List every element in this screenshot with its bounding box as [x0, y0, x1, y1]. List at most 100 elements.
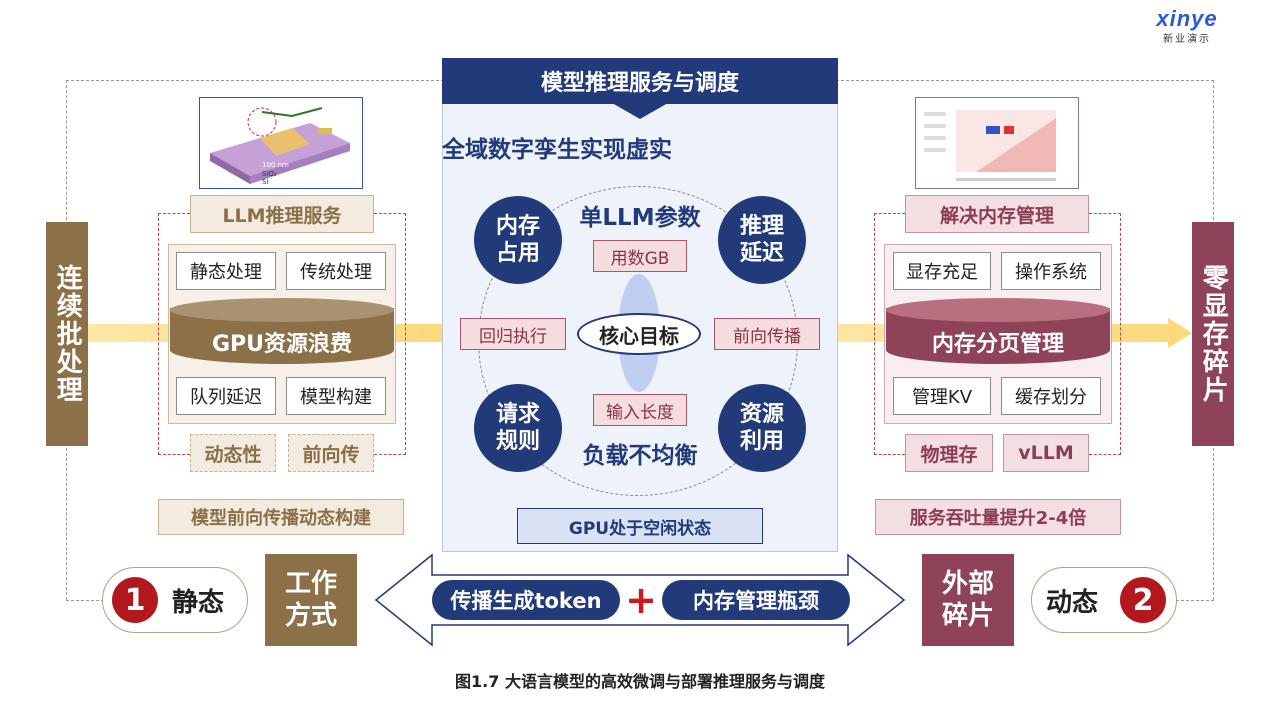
figure-caption: 图1.7 大语言模型的高效微调与部署推理服务与调度	[455, 672, 825, 691]
left-tag-forward-label: 前向传	[302, 443, 360, 466]
left-note: 模型前向传播动态构建	[158, 499, 404, 535]
memory-chart-illustration	[915, 97, 1079, 189]
token-pill: 传播生成token	[432, 580, 620, 620]
right-tile-kv: 管理KV	[893, 377, 991, 415]
svg-text:SiO₂: SiO₂	[262, 170, 277, 178]
right-red-connector-right	[1089, 213, 1121, 455]
plus-icon: +	[624, 578, 658, 622]
left-cylinder: GPU资源浪费	[170, 322, 394, 362]
center-title: 模型推理服务与调度	[540, 71, 739, 96]
right-cylinder: 内存分页管理	[886, 322, 1110, 362]
ball-memory-label: 内存 占用	[495, 213, 540, 267]
dynamic-label: 动态	[1046, 588, 1099, 618]
step-2-badge: 2	[1120, 577, 1166, 623]
token-pill-label: 传播生成token	[450, 589, 602, 613]
left-note-label: 模型前向传播动态构建	[191, 508, 371, 529]
gpu-idle-label: GPU处于空闲状态	[568, 518, 712, 539]
brand-logo: xinye 新业演示	[1142, 6, 1232, 45]
step-1-number: 1	[124, 582, 146, 618]
static-label: 静态	[172, 588, 225, 618]
external-fragment-label: 外部 碎片	[941, 568, 994, 632]
right-tile-enough: 显存充足	[893, 252, 991, 290]
logo-subtext: 新业演示	[1163, 34, 1211, 45]
goal-left-tag: 回归执行	[460, 318, 566, 350]
ball-request-label: 请求 规则	[495, 401, 540, 455]
right-tile-os-label: 操作系统	[1015, 262, 1087, 283]
right-tag-vllm: vLLM	[1003, 434, 1089, 472]
left-cylinder-top	[170, 298, 394, 322]
ball-resource-label: 资源 利用	[739, 401, 784, 455]
right-vertical-label: 零显存碎片	[1198, 264, 1229, 404]
ball-latency-label: 推理 延迟	[739, 213, 784, 267]
right-red-connector-left	[874, 213, 905, 455]
right-cylinder-label: 内存分页管理	[931, 332, 1064, 357]
logo-text: xinye	[1156, 6, 1218, 31]
core-goal: 核心目标	[577, 313, 701, 355]
left-header: LLM推理服务	[190, 195, 374, 233]
goal-top-tag: 用数GB	[593, 240, 687, 272]
work-mode-label: 工作 方式	[284, 568, 337, 632]
ball-resource: 资源 利用	[718, 384, 806, 472]
gpu-idle-badge: GPU处于空闲状态	[517, 508, 763, 544]
chip-illustration: 100 nm SiO₂ Si	[199, 97, 363, 189]
left-vertical-label: 连续批处理	[52, 264, 83, 404]
svg-text:100 nm: 100 nm	[262, 161, 289, 169]
right-header: 解决内存管理	[905, 195, 1089, 233]
ball-memory: 内存 占用	[474, 196, 562, 284]
right-vertical-bar: 零显存碎片	[1192, 222, 1234, 446]
outer-loop-bottom-left	[66, 600, 104, 601]
step-2-number: 2	[1132, 582, 1154, 618]
right-tile-kv-label: 管理KV	[911, 387, 973, 408]
left-tile-traditional: 传统处理	[286, 252, 386, 290]
plus-symbol: +	[625, 578, 657, 622]
right-tag-physical-label: 物理存	[920, 443, 978, 466]
goal-top-tag-label: 用数GB	[610, 248, 670, 269]
right-tag-physical: 物理存	[905, 434, 993, 472]
outer-loop-left-top	[66, 80, 67, 220]
right-tile-cache: 缓存划分	[1001, 377, 1101, 415]
outer-loop-bottom-right	[1176, 600, 1214, 601]
right-note: 服务吞吐量提升2-4倍	[875, 499, 1121, 535]
right-tag-vllm-label: vLLM	[1018, 442, 1074, 464]
left-tile-traditional-label: 传统处理	[300, 262, 372, 283]
left-tag-forward: 前向传	[288, 434, 374, 472]
goal-right-tag: 前向传播	[714, 318, 820, 350]
left-tile-static-label: 静态处理	[190, 262, 262, 283]
work-mode-box: 工作 方式	[265, 554, 357, 646]
memory-bottleneck-label: 内存管理瓶颈	[693, 589, 819, 613]
outer-loop-left-bottom	[66, 448, 67, 600]
left-tile-queue-label: 队列延迟	[190, 387, 262, 408]
left-red-connector-right	[374, 213, 406, 455]
center-title-bar: 模型推理服务与调度	[442, 58, 838, 104]
memory-bottleneck-pill: 内存管理瓶颈	[662, 580, 850, 620]
external-fragment-box: 外部 碎片	[922, 554, 1014, 646]
double-arrow	[374, 553, 906, 647]
center-subtitle: 全域数字孪生实现虚实	[442, 137, 672, 163]
right-tile-cache-label: 缓存划分	[1015, 387, 1087, 408]
ball-request: 请求 规则	[474, 384, 562, 472]
goal-bottom-tag: 输入长度	[593, 394, 687, 426]
right-header-label: 解决内存管理	[939, 204, 1054, 227]
goal-bottom-head: 负载不均衡	[582, 443, 698, 469]
core-goal-label: 核心目标	[599, 323, 679, 348]
goal-right-tag-label: 前向传播	[733, 326, 801, 347]
right-tile-os: 操作系统	[1001, 252, 1101, 290]
left-vertical-bar: 连续批处理	[46, 222, 88, 446]
left-red-connector-left	[158, 213, 190, 455]
goal-top-head: 单LLM参数	[579, 205, 701, 231]
left-tag-dynamic: 动态性	[190, 434, 276, 472]
left-tile-model-label: 模型构建	[300, 387, 372, 408]
left-tile-model: 模型构建	[286, 377, 386, 415]
center-title-notch	[612, 103, 668, 119]
outer-loop-right-top	[1213, 80, 1214, 220]
right-cylinder-top	[886, 298, 1110, 322]
left-cylinder-label: GPU资源浪费	[211, 332, 353, 357]
goal-bottom-tag-label: 输入长度	[606, 402, 674, 423]
left-tag-dynamic-label: 动态性	[204, 443, 262, 466]
ball-latency: 推理 延迟	[718, 196, 806, 284]
flow-arrowhead-right	[1168, 318, 1192, 348]
svg-text:Si: Si	[262, 178, 268, 186]
step-1-badge: 1	[112, 577, 158, 623]
left-header-label: LLM推理服务	[222, 204, 342, 227]
left-tile-static: 静态处理	[176, 252, 276, 290]
